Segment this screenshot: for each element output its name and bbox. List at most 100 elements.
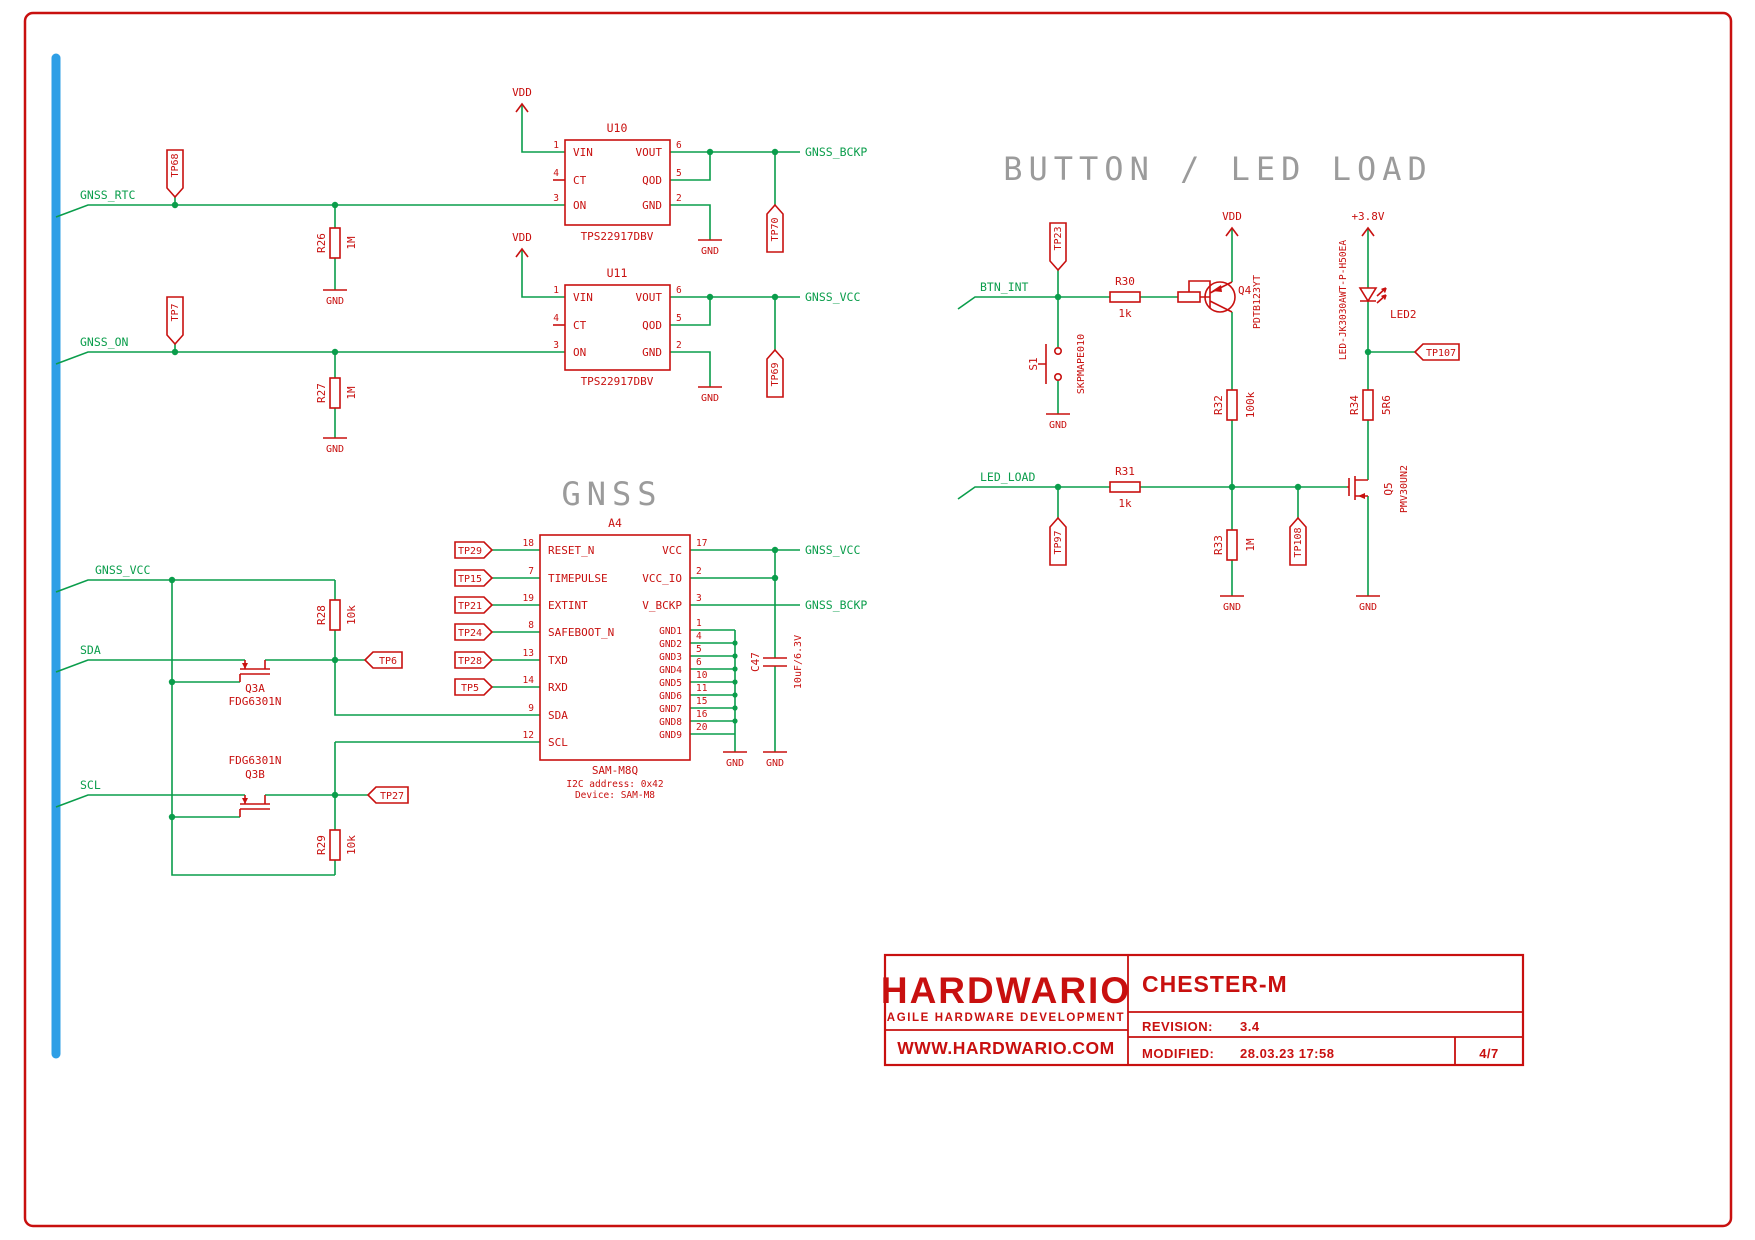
sam-note-i2c: I2C address: 0x42	[566, 779, 663, 790]
net-label-sda: SDA	[80, 643, 101, 657]
sam-pin-name: RXD	[548, 681, 568, 694]
resistor-r28: R28 10k	[315, 599, 358, 631]
u11-pin-num: 4	[553, 313, 559, 324]
sam-pin-num: 18	[523, 538, 535, 549]
sam-pin-name: TXD	[548, 654, 568, 667]
transistor-q4: Q4 PDTB123YT	[1177, 275, 1263, 329]
section-title-gnss: GNSS	[561, 475, 662, 513]
testpoint-tp23: TP23	[1049, 222, 1067, 272]
gnd-label: GND	[701, 246, 719, 257]
button-s1: S1 SKPMAPE010	[1027, 334, 1087, 394]
sam-pin-num: 10	[696, 670, 708, 681]
u11-ref: U11	[607, 266, 628, 280]
sam-pin-name: TIMEPULSE	[548, 572, 608, 585]
q4-ref: Q4	[1238, 284, 1252, 297]
testpoint-tp107: TP107	[1413, 343, 1460, 361]
sam-pin-num: 3	[696, 593, 702, 604]
s1-ref: S1	[1027, 357, 1040, 370]
sam-pin-num: 14	[523, 675, 535, 686]
led2-value: LED-JK3030AWT-P-H50EA	[1338, 240, 1349, 360]
led2-ref: LED2	[1390, 308, 1417, 321]
vdd-label: VDD	[1222, 210, 1242, 223]
sam-pin-name: V_BCKP	[642, 599, 682, 612]
net-label-gnss-on: GNSS_ON	[80, 335, 129, 349]
title-block: HARDWARIO AGILE HARDWARE DEVELOPMENT WWW…	[881, 953, 1525, 1067]
r31-ref: R31	[1115, 465, 1135, 478]
u10-pin-qod: QOD	[642, 174, 662, 187]
sam-pin-name: GND2	[659, 639, 682, 650]
r29-value: 10k	[345, 835, 358, 855]
r26-ref: R26	[315, 233, 328, 253]
sam-pin-name: GND7	[659, 704, 682, 715]
revision-label: REVISION:	[1142, 1019, 1213, 1034]
mosfet-q3b: FDG6301N Q3B	[229, 754, 282, 817]
sam-note-device: Device: SAM-M8	[575, 790, 655, 801]
sam-pin-num: 20	[696, 722, 708, 733]
sam-pin-name: SAFEBOOT_N	[548, 626, 614, 639]
project-name: CHESTER-M	[1142, 971, 1288, 997]
testpoint-tp29: TP29	[454, 541, 494, 559]
vdd-label: VDD	[512, 231, 532, 244]
u11-pin-num: 5	[676, 313, 682, 324]
mosfet-q3a: Q3A FDG6301N	[229, 660, 281, 708]
gnd-symbol-s1: GND	[1046, 413, 1070, 431]
u11-pin-qod: QOD	[642, 319, 662, 332]
sam-pin-name: SCL	[548, 736, 568, 749]
sam-pin-num: 7	[528, 566, 534, 577]
sam-pin-num: 1	[696, 618, 702, 629]
sam-pin-num: 19	[523, 593, 535, 604]
q3a-ref: Q3A	[245, 682, 265, 695]
r33-ref: R33	[1212, 535, 1225, 555]
testpoint-tp97: TP97	[1049, 516, 1067, 566]
sam-pin-name: GND1	[659, 626, 682, 637]
sam-pin-name: GND3	[659, 652, 682, 663]
net-label-gnss-rtc: GNSS_RTC	[80, 188, 135, 202]
u10-pin-vout: VOUT	[636, 146, 663, 159]
u11-pin-vout: VOUT	[636, 291, 663, 304]
vdd-symbol-q4: VDD	[1222, 210, 1242, 237]
sam-pin-name: VCC_IO	[642, 572, 682, 585]
resistor-r34: R34 5R6	[1348, 389, 1393, 421]
r30-ref: R30	[1115, 275, 1135, 288]
q5-ref: Q5	[1382, 482, 1395, 495]
sam-m8q-module: A4 SAM-M8Q I2C address: 0x42 Device: SAM…	[523, 516, 708, 801]
tp24-label: TP24	[458, 628, 482, 639]
company-website: WWW.HARDWARIO.COM	[897, 1038, 1115, 1058]
sam-ref: A4	[608, 516, 622, 530]
tp21-label: TP21	[458, 601, 482, 612]
vdd-label: VDD	[512, 86, 532, 99]
company-logo: HARDWARIO	[881, 970, 1131, 1011]
gnd-label: GND	[1223, 602, 1241, 613]
q3b-value: FDG6301N	[229, 754, 282, 767]
sam-pin-name: VCC	[662, 544, 682, 557]
resistor-r31: R31 1k	[1109, 465, 1141, 510]
sam-pin-num: 5	[696, 644, 702, 655]
gnd-label: GND	[726, 758, 744, 769]
r33-value: 1M	[1244, 538, 1257, 552]
testpoint-tp15: TP15	[454, 569, 494, 587]
r32-value: 100k	[1244, 391, 1257, 418]
u11-pin-num: 1	[553, 285, 559, 296]
u11-value: TPS22917DBV	[581, 375, 654, 388]
testpoint-tp6: TP6	[363, 651, 403, 669]
revision-value: 3.4	[1240, 1019, 1260, 1034]
gnd-symbol-r26: GND	[323, 289, 347, 307]
sam-pin-name: SDA	[548, 709, 568, 722]
sam-pin-num: 8	[528, 620, 534, 631]
net-label-gnss-bckp-1: GNSS_BCKP	[805, 145, 867, 159]
u11-pin-ct: CT	[573, 319, 587, 332]
sam-pin-num: 17	[696, 538, 707, 549]
q4-value: PDTB123YT	[1252, 275, 1263, 329]
sam-pin-name: GND4	[659, 665, 682, 676]
sam-pin-name: GND5	[659, 678, 682, 689]
testpoint-tp28: TP28	[454, 651, 494, 669]
u11-pin-num: 3	[553, 340, 559, 351]
tp15-label: TP15	[458, 574, 482, 585]
sam-pin-name: GND8	[659, 717, 682, 728]
u10-ref: U10	[607, 121, 628, 135]
sheet-frame	[23, 11, 1733, 1228]
p38-symbol: +3.8V	[1351, 210, 1385, 237]
testpoint-tp108: TP108	[1289, 516, 1307, 566]
u10-pin-num: 1	[553, 140, 559, 151]
